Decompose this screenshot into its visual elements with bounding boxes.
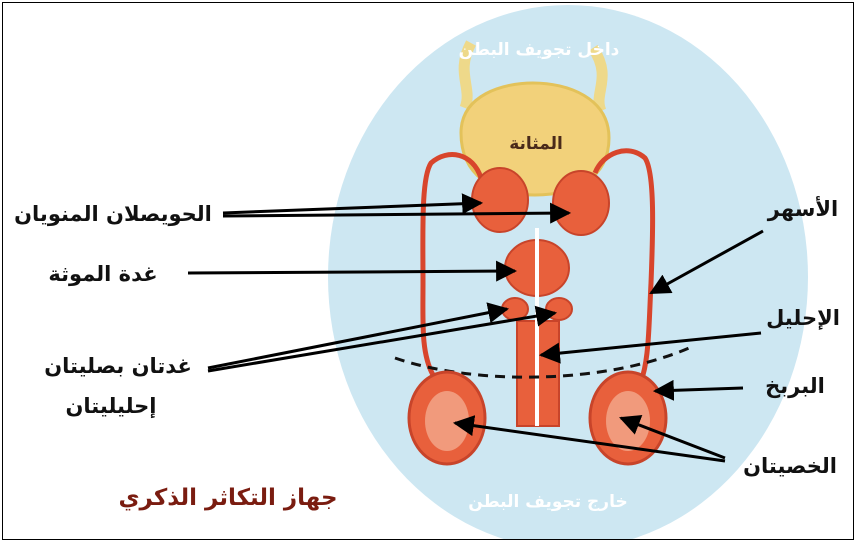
label-bulbourethral-line1: غدتان بصليتان bbox=[44, 354, 192, 378]
label-bladder: المثانة bbox=[509, 134, 563, 154]
pointer-prostate bbox=[188, 271, 515, 273]
label-abdomen-outside: خارج تجويف البطن bbox=[468, 492, 627, 512]
right-seminal-vesicle bbox=[553, 171, 609, 235]
reproductive-system-diagram: داخل تجويف البطن المثانة الحويصلان المنو… bbox=[3, 3, 853, 539]
label-testes: الخصيتان bbox=[743, 454, 837, 478]
label-prostate: غدة الموثة bbox=[48, 262, 157, 286]
diagram-title: جهاز التكاثر الذكري bbox=[118, 485, 337, 511]
left-seminal-vesicle bbox=[472, 168, 528, 232]
label-urethra: الإحليل bbox=[766, 306, 840, 330]
label-abdomen-inside: داخل تجويف البطن bbox=[459, 40, 620, 60]
label-seminal-vesicles: الحويصلان المنويان bbox=[14, 202, 212, 226]
label-epididymis: البربخ bbox=[765, 374, 825, 398]
left-testis-inner bbox=[425, 391, 469, 451]
label-vas-deferens: الأسهر bbox=[767, 195, 838, 221]
label-bulbourethral-line2: إحليليتان bbox=[65, 394, 156, 418]
right-bulbourethral-gland bbox=[546, 298, 572, 320]
